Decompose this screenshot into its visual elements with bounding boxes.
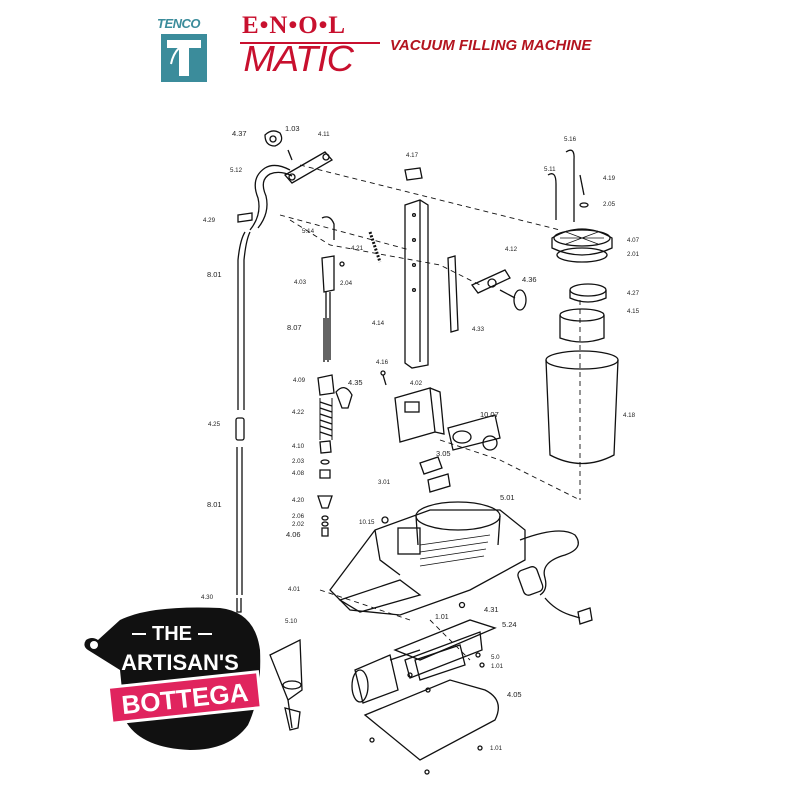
part-label: 4.11 (318, 131, 330, 138)
part-label: 5.16 (564, 136, 577, 143)
part-label: 4.08 (292, 470, 305, 477)
part-label: 4.22 (292, 409, 305, 416)
part-label: 4.20 (292, 497, 305, 504)
part-label: 4.16 (376, 359, 389, 366)
part-label: 5.14 (302, 228, 315, 235)
part-label: 4.33 (472, 326, 485, 333)
part-label: 4.02 (410, 380, 423, 387)
part-label: 4.25 (208, 421, 221, 428)
part-label: 2.04 (340, 280, 353, 287)
bottega-line2: ARTISAN'S (121, 650, 239, 675)
part-label: 3.01 (378, 479, 391, 486)
bottega-logo: THE ARTISAN'S BOTTEGA (84, 607, 263, 750)
diagram-drawing (235, 130, 619, 775)
page-title: VACUUM FILLING MACHINE (390, 37, 592, 54)
enol-logo-text: E•N•O•L (242, 12, 347, 39)
part-label: 4.30 (201, 594, 214, 601)
tenco-logo-text: TENCO (157, 16, 201, 31)
tenco-logo: TENCO (157, 14, 209, 82)
bottega-line1: THE (152, 623, 192, 645)
part-label: 2.02 (292, 521, 305, 528)
part-label: 4.15 (627, 308, 640, 315)
part-label: 8.07 (287, 323, 302, 332)
part-label: 5.10 (285, 618, 298, 625)
part-label: 4.12 (505, 246, 518, 253)
part-label: 4.01 (288, 586, 301, 593)
tenco-t-icon (161, 34, 207, 82)
part-label: 5.12 (230, 167, 243, 174)
part-label: 1.01 (491, 663, 504, 670)
part-label: 4.07 (627, 237, 640, 244)
part-label: 3.05 (436, 449, 451, 458)
part-label: 5.11 (544, 166, 556, 173)
part-label: 4.19 (603, 175, 616, 182)
part-label: 5.01 (500, 493, 515, 502)
part-label: 4.05 (507, 690, 522, 699)
part-label: 4.17 (406, 152, 419, 159)
part-label: 2.05 (603, 201, 616, 208)
part-label: 10.07 (480, 410, 499, 419)
part-label: 4.09 (293, 377, 306, 384)
part-label: 8.01 (207, 500, 222, 509)
part-label: 10.15 (359, 519, 375, 526)
part-label: 1.03 (285, 124, 300, 133)
part-label: 8.01 (207, 270, 222, 279)
part-label: 4.18 (623, 412, 636, 419)
matic-logo-text: MATIC (243, 38, 354, 79)
part-label: 1.01 (490, 745, 503, 752)
part-label: 2.06 (292, 513, 305, 520)
part-label: 2.03 (292, 458, 305, 465)
part-label: 2.01 (627, 251, 640, 258)
part-label: 4.37 (232, 129, 247, 138)
part-label: 5.0 (491, 654, 500, 661)
part-label: 1.01 (435, 614, 449, 621)
enol-underline-icon (240, 42, 380, 44)
part-label: 4.14 (372, 320, 385, 327)
part-label: 4.27 (627, 290, 640, 297)
part-label: 4.29 (203, 217, 216, 224)
part-label: 4.10 (292, 443, 305, 450)
part-label: 4.36 (522, 275, 537, 284)
part-label: 4.06 (286, 530, 301, 539)
part-label: 4.03 (294, 279, 307, 286)
part-label: 4.21 (351, 245, 364, 252)
part-label: 5.24 (502, 620, 517, 629)
part-label: 4.31 (484, 605, 499, 614)
part-label: 4.35 (348, 378, 363, 387)
